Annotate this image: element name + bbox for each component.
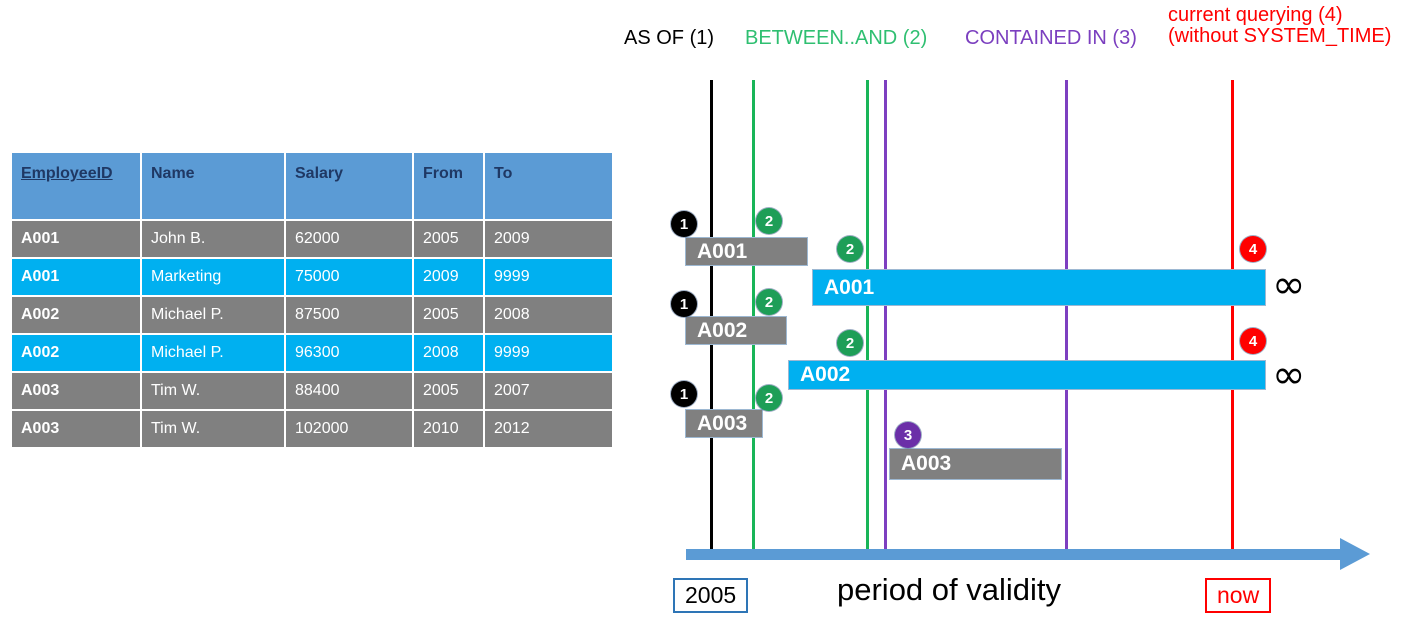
marker-1-a002: 1 [671,291,697,317]
table-row: A001 Marketing 75000 2009 9999 [12,259,612,295]
cell-employeeid: A001 [12,221,140,257]
marker-2-a002-end: 2 [837,330,863,356]
cell-employeeid: A002 [12,335,140,371]
marker-3-a003: 3 [895,422,921,448]
table-header-row: EmployeeID Name Salary From To [12,153,612,219]
timeline-start-label: 2005 [673,578,749,613]
marker-4-a002: 4 [1240,328,1266,354]
timeline-now-label: now [1205,578,1272,613]
infinity-icon-a001: ∞ [1272,262,1306,308]
column-header-to: To [485,153,612,219]
timeline-bar-a001-historical: A001 [685,237,808,266]
cell-employeeid: A002 [12,297,140,333]
cell-name: Michael P. [142,335,284,371]
marker-2-a003: 2 [756,385,782,411]
cell-from: 2008 [414,335,483,371]
table-row: A003 Tim W. 102000 2010 2012 [12,411,612,447]
table-row: A002 Michael P. 96300 2008 9999 [12,335,612,371]
cell-from: 2010 [414,411,483,447]
column-header-employeeid-label: EmployeeID [21,165,113,182]
table-row: A002 Michael P. 87500 2005 2008 [12,297,612,333]
cell-salary: 88400 [286,373,412,409]
cell-salary: 96300 [286,335,412,371]
timeline-bar-a001-current: A001 [812,269,1266,306]
column-header-from: From [414,153,483,219]
timeline-bar-label: A003 [697,411,748,435]
column-header-employeeid: EmployeeID [12,153,140,219]
cell-from: 2005 [414,221,483,257]
marker-2-a001-end: 2 [837,236,863,262]
timeline-caption: period of validity [837,572,1062,607]
legend-current-querying-line2: (without SYSTEM_TIME) [1168,25,1392,47]
timeline-axis [686,549,1346,560]
cell-salary: 75000 [286,259,412,295]
cell-from: 2009 [414,259,483,295]
cell-name: Tim W. [142,411,284,447]
cell-to: 9999 [485,259,612,295]
legend-as-of: AS OF (1) [624,27,715,49]
cell-salary: 102000 [286,411,412,447]
employee-temporal-table: EmployeeID Name Salary From To A001 John… [10,151,614,449]
column-header-name: Name [142,153,284,219]
cell-to: 9999 [485,335,612,371]
timeline-bar-label: A001 [697,239,748,263]
marker-2-a001-start: 2 [756,208,782,234]
query-line-contained-end [1065,80,1068,556]
timeline-bar-a002-historical: A002 [685,316,787,345]
marker-2-a002-start: 2 [756,289,782,315]
query-line-now [1231,80,1234,556]
query-line-between-end [866,80,869,556]
timeline-bar-label: A003 [901,452,952,475]
legend-between-and: BETWEEN..AND (2) [745,27,928,49]
cell-from: 2005 [414,373,483,409]
timeline-bar-a003-second: A003 [889,448,1062,480]
query-line-contained-start [884,80,887,556]
timeline-arrow-icon [1340,538,1370,570]
table-row: A001 John B. 62000 2005 2009 [12,221,612,257]
legend-contained-in: CONTAINED IN (3) [965,27,1137,49]
timeline-bar-label: A002 [697,318,748,342]
cell-employeeid: A001 [12,259,140,295]
marker-1-a001: 1 [671,211,697,237]
cell-employeeid: A003 [12,411,140,447]
column-header-salary: Salary [286,153,412,219]
infinity-icon-a002: ∞ [1272,352,1306,398]
marker-1-a003: 1 [671,381,697,407]
cell-salary: 62000 [286,221,412,257]
cell-to: 2007 [485,373,612,409]
legend-current-querying: current querying (4) (without SYSTEM_TIM… [1168,5,1391,47]
cell-name: Tim W. [142,373,284,409]
cell-name: John B. [142,221,284,257]
cell-to: 2009 [485,221,612,257]
cell-name: Marketing [142,259,284,295]
cell-to: 2012 [485,411,612,447]
cell-name: Michael P. [142,297,284,333]
marker-4-a001: 4 [1240,236,1266,262]
timeline-bar-label: A002 [800,363,851,386]
timeline-bar-label: A001 [824,275,875,299]
timeline-bar-a002-current: A002 [788,360,1266,390]
legend-current-querying-line1: current querying (4) [1168,4,1343,26]
cell-employeeid: A003 [12,373,140,409]
cell-to: 2008 [485,297,612,333]
timeline-bar-a003-historical: A003 [685,409,763,438]
cell-salary: 87500 [286,297,412,333]
cell-from: 2005 [414,297,483,333]
table-row: A003 Tim W. 88400 2005 2007 [12,373,612,409]
